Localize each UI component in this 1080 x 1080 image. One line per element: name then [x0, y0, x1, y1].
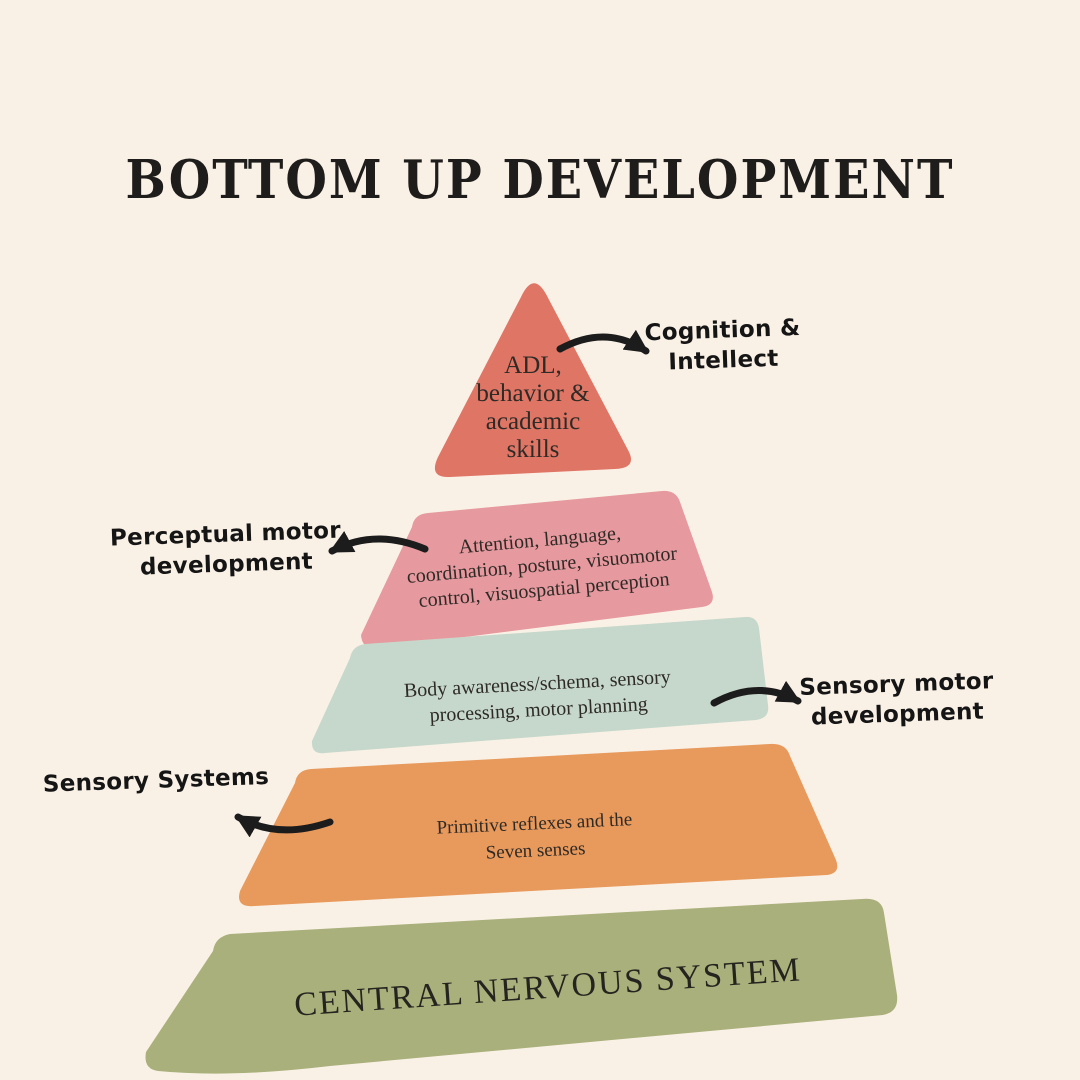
pyramid-level-base-shape	[145, 898, 898, 1074]
pyramid-level-2-shape	[361, 490, 713, 649]
annotation-perceptual-motor: Perceptual motor development	[110, 516, 343, 585]
pyramid-level-top-triangle	[434, 283, 632, 478]
annotation-line: Intellect	[667, 346, 780, 376]
label-line: academic	[485, 408, 581, 435]
label-adl-behavior-academic: ADL, behavior & academic skills	[476, 352, 589, 464]
label-line: ADL,	[504, 352, 562, 379]
arrow-to-sensory-systems	[234, 813, 334, 838]
pyramid-level-4-shape	[239, 743, 838, 907]
label-primitive-reflexes: Primitive reflexes and the Seven senses	[436, 807, 634, 869]
arrow-to-perceptual-motor	[328, 530, 429, 555]
label-line: skills	[506, 436, 560, 463]
arrow-to-sensory-motor	[710, 680, 802, 707]
label-line: behavior &	[476, 380, 590, 407]
annotation-sensory-motor: Sensory motor development	[799, 666, 995, 733]
page-title: BOTTOM UP DEVELOPMENT	[125, 149, 955, 211]
pyramid-level-3-shape	[311, 616, 769, 754]
annotation-cognition-intellect: Cognition & Intellect	[644, 313, 802, 379]
arrow-to-cognition-intellect	[556, 329, 650, 355]
